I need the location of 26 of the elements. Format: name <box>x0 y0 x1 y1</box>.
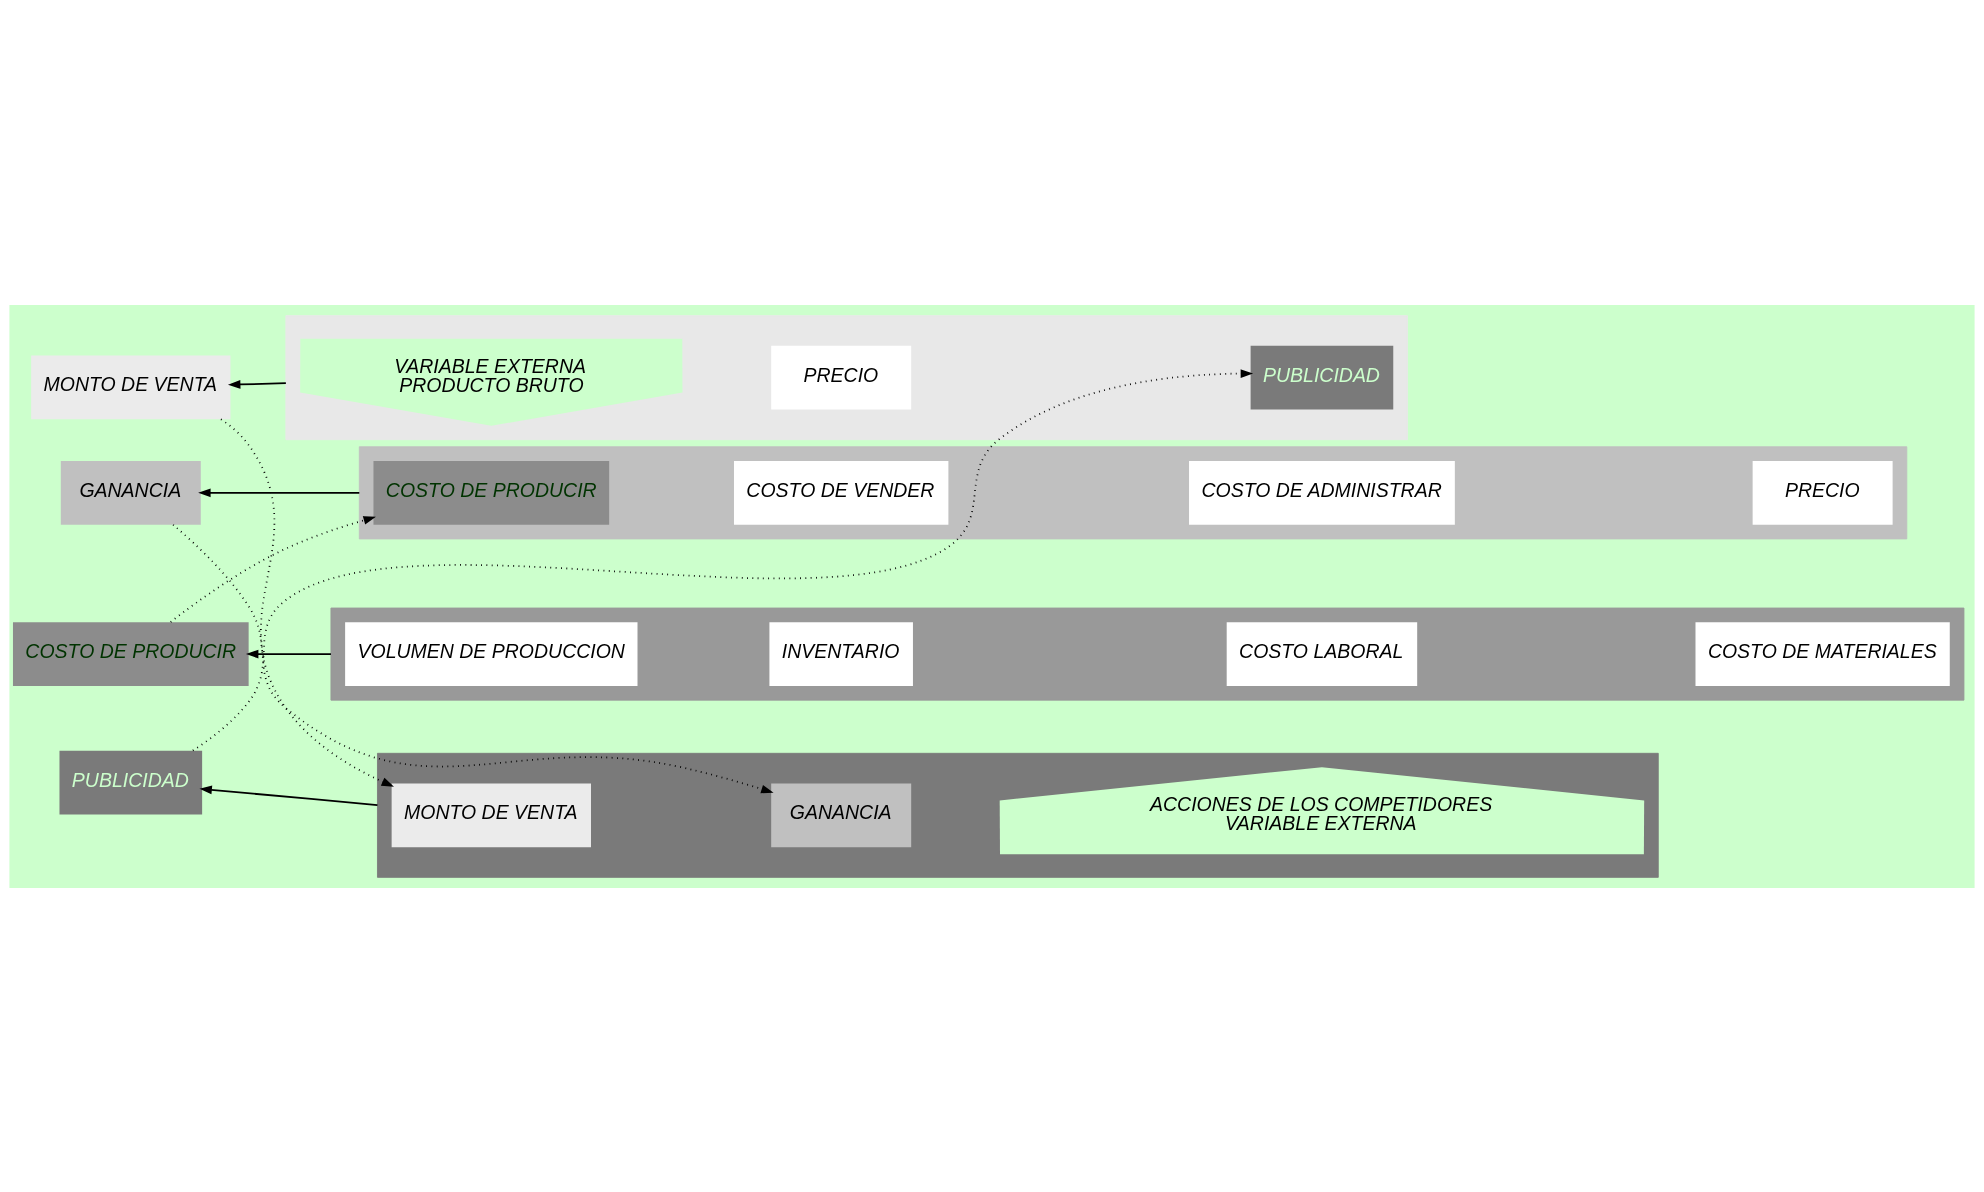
node-box: GANANCIA <box>771 782 912 847</box>
arrow <box>198 488 361 497</box>
node-box: PUBLICIDAD <box>59 750 203 814</box>
node-box: COSTO DE PRODUCIR <box>373 460 610 525</box>
node-box: PRECIO <box>1752 460 1893 525</box>
node-box: INVENTARIO <box>769 621 913 686</box>
arrow <box>245 649 332 658</box>
node-box: COSTO LABORAL <box>1226 621 1418 686</box>
arrow <box>220 417 394 787</box>
arrow <box>191 368 1254 751</box>
node-box: VOLUMEN DE PRODUCCION <box>345 621 638 686</box>
node-box: COSTO DE ADMINISTRAR <box>1189 460 1455 525</box>
arrow <box>169 515 376 623</box>
cluster <box>358 445 1908 539</box>
arrow <box>228 379 287 389</box>
cluster <box>285 314 1408 440</box>
node-box: COSTO DE PRODUCIR <box>12 621 249 686</box>
cluster <box>330 607 1965 701</box>
node-box: PUBLICIDAD <box>1250 345 1394 410</box>
node-box: MONTO DE VENTA <box>31 355 231 419</box>
node-box: COSTO DE MATERIALES <box>1695 621 1950 686</box>
node-box: MONTO DE VENTA <box>391 782 591 847</box>
arrow <box>199 785 379 806</box>
node-box: COSTO DE VENDER <box>734 460 949 525</box>
arrow <box>172 523 774 793</box>
node-box: GANANCIA <box>60 460 201 525</box>
